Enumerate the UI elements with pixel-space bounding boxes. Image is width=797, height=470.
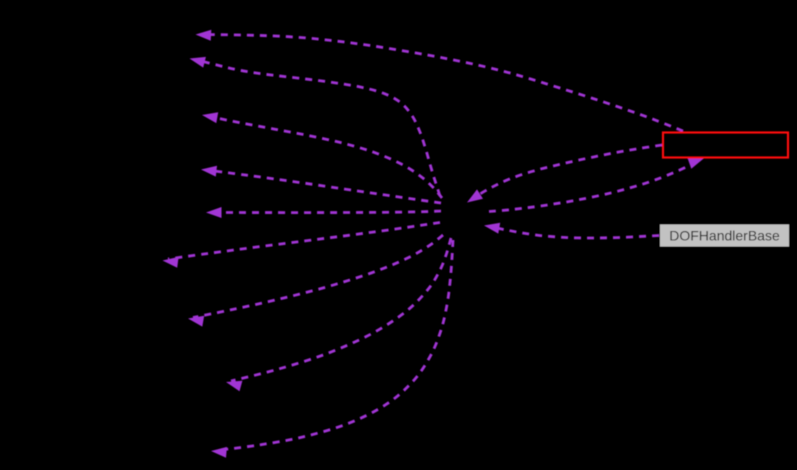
svg-text:DOFHandlerBase: DOFHandlerBase [669,228,780,244]
